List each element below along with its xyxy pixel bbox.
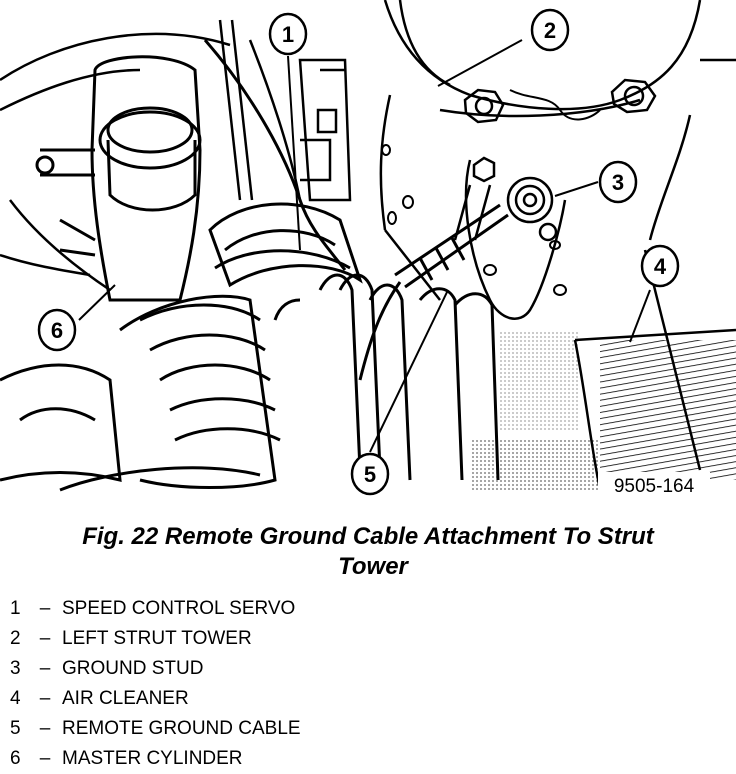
callout-1-number: 1: [282, 22, 294, 47]
callout-2: 2: [530, 8, 570, 52]
legend-separator: –: [39, 748, 51, 769]
legend-number: 4: [10, 688, 21, 709]
caption-line-1: Fig. 22 Remote Ground Cable Attachment T…: [82, 523, 654, 550]
shading-dots: [470, 440, 600, 490]
air-cleaner-hatching: [600, 340, 736, 480]
leader-lines: [78, 39, 651, 453]
strut-tower-seam: [509, 89, 601, 121]
fender-outline: [0, 32, 231, 292]
legend-label: REMOTE GROUND CABLE: [62, 718, 301, 739]
callout-4: 4: [640, 244, 680, 288]
legend-label: LEFT STRUT TOWER: [62, 628, 252, 649]
leader-4: [629, 289, 651, 343]
legend-separator: –: [39, 688, 51, 709]
callout-5-number: 5: [364, 462, 376, 487]
legend-separator: –: [39, 718, 51, 739]
legend-item: 3–GROUND STUD: [10, 654, 301, 684]
legend-separator: –: [39, 628, 51, 649]
legend-number: 3: [10, 658, 21, 679]
leader-6: [78, 284, 116, 321]
callout-3-number: 3: [612, 170, 624, 195]
callout-5: 5: [350, 452, 390, 496]
callout-2-number: 2: [544, 18, 556, 43]
legend-item: 5–REMOTE GROUND CABLE: [10, 714, 301, 744]
legend-label: AIR CLEANER: [62, 688, 189, 709]
legend-item: 2–LEFT STRUT TOWER: [10, 624, 301, 654]
legend-label: GROUND STUD: [62, 658, 204, 679]
callout-legend: 1–SPEED CONTROL SERVO 2–LEFT STRUT TOWER…: [10, 594, 301, 774]
corrugated-hose: [0, 294, 281, 492]
strut-tower-bolt-1: [463, 88, 505, 124]
figure-code-bg: [598, 472, 710, 498]
figure-caption: Fig. 22 Remote Ground Cable Attachment T…: [0, 522, 736, 582]
figure-code: 9505-164: [614, 476, 695, 497]
callout-6-number: 6: [51, 318, 63, 343]
legend-item: 6–MASTER CYLINDER: [10, 744, 301, 774]
hose-loops: [273, 273, 500, 481]
callout-4-number: 4: [654, 254, 667, 279]
caption-line-2: Tower: [338, 553, 408, 580]
callout-6: 6: [37, 308, 77, 352]
legend-item: 1–SPEED CONTROL SERVO: [10, 594, 301, 624]
leader-5: [369, 289, 449, 453]
legend-number: 1: [10, 598, 21, 619]
leader-1: [287, 55, 301, 251]
leader-2: [437, 39, 523, 87]
intake-duct: [208, 202, 363, 288]
engine-compartment-illustration: 1 2 3 4 5 6 9505-164: [0, 0, 736, 498]
legend-number: 6: [10, 748, 21, 769]
remote-ground-cable: [358, 203, 509, 381]
legend-label: SPEED CONTROL SERVO: [62, 598, 296, 619]
callout-3: 3: [598, 160, 638, 204]
legend-number: 5: [10, 718, 21, 739]
legend-separator: –: [39, 658, 51, 679]
callout-1: 1: [268, 12, 308, 56]
strut-tower-bolt-2: [610, 78, 657, 114]
legend-separator: –: [39, 598, 51, 619]
legend-number: 2: [10, 628, 21, 649]
legend-item: 4–AIR CLEANER: [10, 684, 301, 714]
master-cylinder: [35, 55, 202, 302]
leader-3: [554, 181, 599, 197]
legend-label: MASTER CYLINDER: [62, 748, 243, 769]
ground-stud: [453, 156, 567, 320]
shading-dots-2: [500, 330, 580, 430]
line-drawing: 1 2 3 4 5 6 9505-164: [0, 0, 736, 498]
